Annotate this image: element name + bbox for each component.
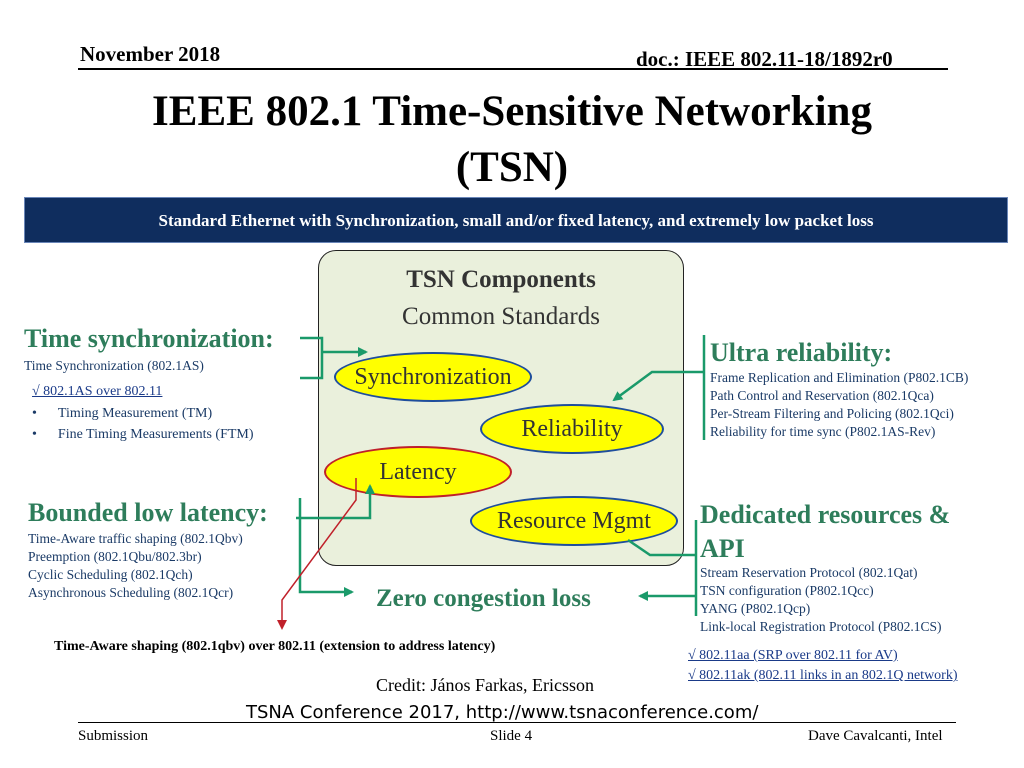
amendment-links: √ 802.11aa (SRP over 802.11 for AV) √ 80… <box>688 646 958 686</box>
list-item: YANG (P802.1Qcp) <box>700 601 811 616</box>
time-sync-bullets: • Timing Measurement (TM) • Fine Timing … <box>32 403 254 445</box>
list-item: Link-local Registration Protocol (P802.1… <box>700 619 942 634</box>
heading-line-2: API <box>700 534 745 563</box>
header-doc-id: doc.: IEEE 802.11-18/1892r0 <box>636 47 893 71</box>
footer-divider <box>78 722 956 723</box>
arrow-time-sync <box>300 336 366 380</box>
link-text[interactable]: √ 802.11ak (802.11 links in an 802.1Q ne… <box>688 668 958 683</box>
footer-slide-number: Slide 4 <box>490 728 533 744</box>
link-text[interactable]: √ 802.11aa (SRP over 802.11 for AV) <box>688 648 898 663</box>
time-sync-link-text[interactable]: √ 802.1AS over 802.11 <box>32 384 163 399</box>
time-sync-heading: Time synchronization: <box>24 324 274 353</box>
components-subtitle: Common Standards <box>402 303 600 330</box>
conference-reference: TSNA Conference 2017, http://www.tsnacon… <box>246 702 759 723</box>
dedicated-resources-list: Stream Reservation Protocol (802.1Qat) T… <box>700 564 941 636</box>
zero-congestion-label: Zero congestion loss <box>376 585 591 612</box>
banner: Standard Ethernet with Synchronization, … <box>24 197 1008 243</box>
title-line-2: (TSN) <box>455 144 569 191</box>
reliability-ellipse: Reliability <box>480 404 664 454</box>
arrow-time-aware-note <box>277 478 357 630</box>
bullet-item: • Fine Timing Measurements (FTM) <box>32 427 254 442</box>
bounded-latency-heading: Bounded low latency: <box>28 498 268 527</box>
list-item: Time-Aware traffic shaping (802.1Qbv) <box>28 531 243 546</box>
time-sync-link[interactable]: √ 802.1AS over 802.11 <box>32 383 162 401</box>
arrow-ultra-reliability <box>614 335 706 440</box>
arrow-bounded-latency <box>296 484 375 520</box>
list-item: TSN configuration (P802.1Qcc) <box>700 583 874 598</box>
bullet-text: Timing Measurement (TM) <box>57 406 213 421</box>
credit: Credit: János Farkas, Ericsson <box>376 675 594 695</box>
dedicated-resources-heading: Dedicated resources & API <box>700 498 950 566</box>
list-item: Reliability for time sync (P802.1AS-Rev) <box>710 424 936 439</box>
bracket-bounded-latency <box>298 498 354 597</box>
time-aware-note: Time-Aware shaping (802.1qbv) over 802.1… <box>54 639 496 654</box>
link-item[interactable]: √ 802.11aa (SRP over 802.11 for AV) <box>688 646 958 666</box>
slide-title: IEEE 802.1 Time-Sensitive Networking (TS… <box>0 84 1024 196</box>
list-item: Preemption (802.1Qbu/802.3br) <box>28 549 202 564</box>
bounded-latency-list: Time-Aware traffic shaping (802.1Qbv) Pr… <box>28 530 243 602</box>
link-item[interactable]: √ 802.11ak (802.11 links in an 802.1Q ne… <box>688 666 958 686</box>
bracket-dedicated-resources <box>627 538 696 557</box>
footer-submission: Submission <box>78 728 149 744</box>
title-line-1: IEEE 802.1 Time-Sensitive Networking <box>152 88 872 135</box>
heading-line-1: Dedicated resources & <box>700 500 951 529</box>
list-item: Per-Stream Filtering and Policing (802.1… <box>710 406 954 421</box>
latency-ellipse: Latency <box>324 446 512 498</box>
ultra-reliability-list: Frame Replication and Elimination (P802.… <box>710 369 968 441</box>
list-item: Cyclic Scheduling (802.1Qch) <box>28 567 193 582</box>
bullet-item: • Timing Measurement (TM) <box>32 406 213 421</box>
list-item: Asynchronous Scheduling (802.1Qcr) <box>28 585 234 600</box>
arrow-dedicated-resources <box>640 520 698 616</box>
header-date: November 2018 <box>80 42 221 66</box>
footer-author: Dave Cavalcanti, Intel <box>808 728 943 744</box>
ultra-reliability-heading: Ultra reliability: <box>710 338 893 367</box>
list-item: Path Control and Reservation (802.1Qca) <box>710 388 934 403</box>
list-item: Stream Reservation Protocol (802.1Qat) <box>700 565 918 580</box>
header-divider <box>78 68 948 70</box>
time-sync-sub: Time Synchronization (802.1AS) <box>24 358 204 373</box>
bullet-text: Fine Timing Measurements (FTM) <box>57 427 254 442</box>
components-title: TSN Components <box>406 266 596 293</box>
resource-mgmt-ellipse: Resource Mgmt <box>470 496 678 546</box>
list-item: Frame Replication and Elimination (P802.… <box>710 370 969 385</box>
